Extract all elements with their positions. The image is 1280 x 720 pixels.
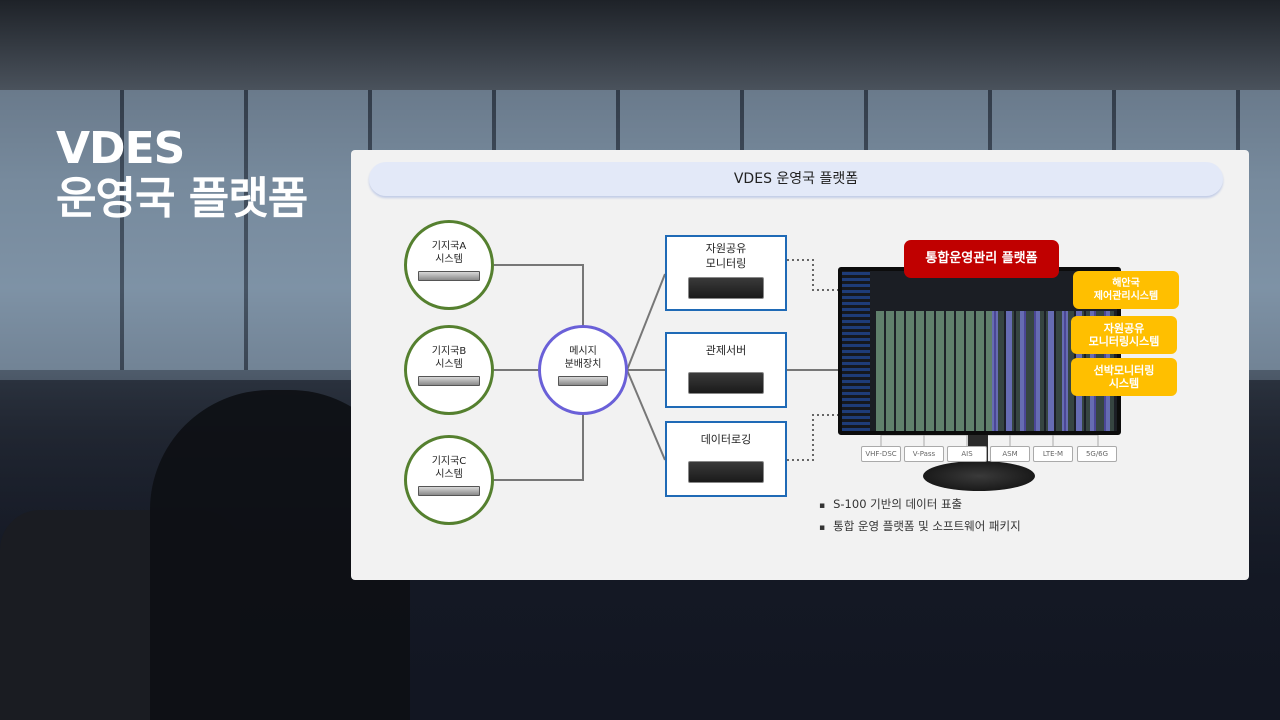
data-logging-server: 데이터로깅	[665, 421, 787, 497]
platform-label: 통합운영관리 플랫폼	[904, 240, 1059, 278]
server-label: 모니터링	[705, 257, 747, 270]
system-badge: 해안국 제어관리시스템	[1073, 271, 1179, 309]
server-label: 데이터로깅	[700, 433, 752, 446]
control-server: 관제서버	[665, 332, 787, 408]
protocol-tag: AIS	[947, 446, 987, 462]
connector-lines	[494, 259, 1099, 481]
node-label: 시스템	[435, 254, 463, 265]
server-icon	[418, 486, 480, 496]
node-label: 분배장치	[564, 359, 602, 370]
node-label: 시스템	[435, 469, 463, 480]
node-label: 기지국B	[431, 346, 467, 357]
protocol-tag: 5G/6G	[1077, 446, 1117, 462]
badge-text: 모니터링시스템	[1088, 335, 1160, 348]
protocol-tag: ASM	[990, 446, 1030, 462]
monitor-sidebar	[842, 271, 870, 431]
badge-text: 제어관리시스템	[1093, 291, 1159, 302]
server-icon	[418, 376, 480, 386]
station-b-node: 기지국B 시스템	[404, 325, 494, 415]
protocol-tag: VHF-DSC	[861, 446, 901, 462]
feature-item: 통합 운영 플랫폼 및 소프트웨어 패키지	[819, 516, 1021, 538]
node-label: 기지국C	[431, 456, 467, 467]
server-icon	[558, 376, 608, 386]
title-line: 운영국 플랫폼	[56, 173, 308, 224]
page-title: VDES 운영국 플랫폼	[56, 123, 308, 224]
badge-text: 자원공유	[1103, 322, 1145, 335]
title-line: VDES	[56, 123, 185, 174]
station-a-node: 기지국A 시스템	[404, 220, 494, 310]
server-label: 자원공유	[705, 242, 747, 255]
diagram-panel: VDES 운영국 플랫폼 기지국A 시스템 기지국B 시스템 기지국C 시스템 …	[351, 150, 1249, 580]
node-label: 기지국A	[431, 241, 467, 252]
node-label: 시스템	[435, 359, 463, 370]
badge-text: 선박모니터링	[1093, 364, 1155, 377]
station-c-node: 기지국C 시스템	[404, 435, 494, 525]
system-badge: 자원공유 모니터링시스템	[1071, 316, 1177, 354]
server-icon	[688, 277, 764, 299]
server-icon	[688, 372, 764, 394]
feature-item: S-100 기반의 데이터 표출	[819, 494, 1021, 516]
monitor-base	[923, 461, 1035, 491]
server-icon	[418, 271, 480, 281]
protocol-tag: V-Pass	[904, 446, 944, 462]
server-label: 관제서버	[705, 344, 747, 357]
protocol-tag: LTE-M	[1033, 446, 1073, 462]
feature-list: S-100 기반의 데이터 표출 통합 운영 플랫폼 및 소프트웨어 패키지	[819, 494, 1021, 538]
server-icon	[688, 461, 764, 483]
badge-text: 해안국	[1112, 278, 1140, 289]
system-badge: 선박모니터링 시스템	[1071, 358, 1177, 396]
panel-header: VDES 운영국 플랫폼	[369, 162, 1223, 196]
resource-monitoring-server: 자원공유 모니터링	[665, 235, 787, 311]
message-distributor-node: 메시지 분배장치	[538, 325, 628, 415]
node-label: 메시지	[569, 346, 597, 357]
badge-text: 시스템	[1108, 377, 1140, 390]
background-ceiling	[0, 0, 1280, 90]
